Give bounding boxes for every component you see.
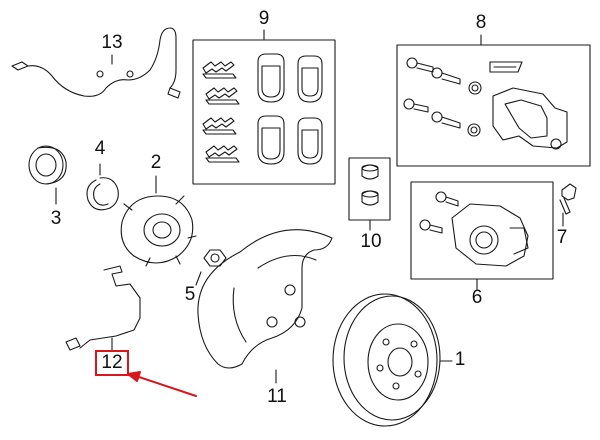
pad-clips [202, 61, 240, 163]
part-11-splash-shield [197, 229, 333, 384]
part-5-nut [195, 249, 227, 286]
guide-pins-and-bolts [403, 57, 523, 137]
box-10-bushings [348, 157, 391, 231]
brake-pads-upper [257, 53, 323, 103]
callout-5: 5 [184, 284, 196, 305]
part-1-rotor [332, 293, 453, 427]
part-7-bleeder [559, 183, 577, 227]
part-12-abs-sensor [65, 265, 141, 351]
box-6-caliper [410, 181, 554, 290]
callout-6: 6 [471, 287, 483, 308]
callout-9: 9 [258, 8, 270, 29]
callout-3: 3 [50, 208, 62, 229]
part-13-wire-harness [11, 27, 181, 99]
callout-12: 12 [101, 352, 123, 373]
box-9-pads-kit [192, 29, 336, 185]
callout-4: 4 [94, 138, 106, 159]
callout-1: 1 [454, 349, 466, 370]
part-4-snap-ring [86, 163, 119, 211]
callout-11: 11 [267, 386, 287, 407]
caliper-bracket [492, 87, 568, 150]
box-8-caliper-bracket-kit [396, 34, 591, 167]
highlight-box-12 [95, 350, 129, 376]
callout-7: 7 [556, 227, 568, 248]
callout-13: 13 [101, 32, 123, 53]
callout-8: 8 [475, 12, 487, 33]
part-2-hub [120, 175, 197, 267]
highlight-arrow [127, 371, 197, 397]
part-3-bearing [28, 145, 67, 205]
callout-10: 10 [360, 231, 382, 252]
callout-2: 2 [150, 152, 162, 173]
brake-pads-lower [257, 115, 323, 165]
